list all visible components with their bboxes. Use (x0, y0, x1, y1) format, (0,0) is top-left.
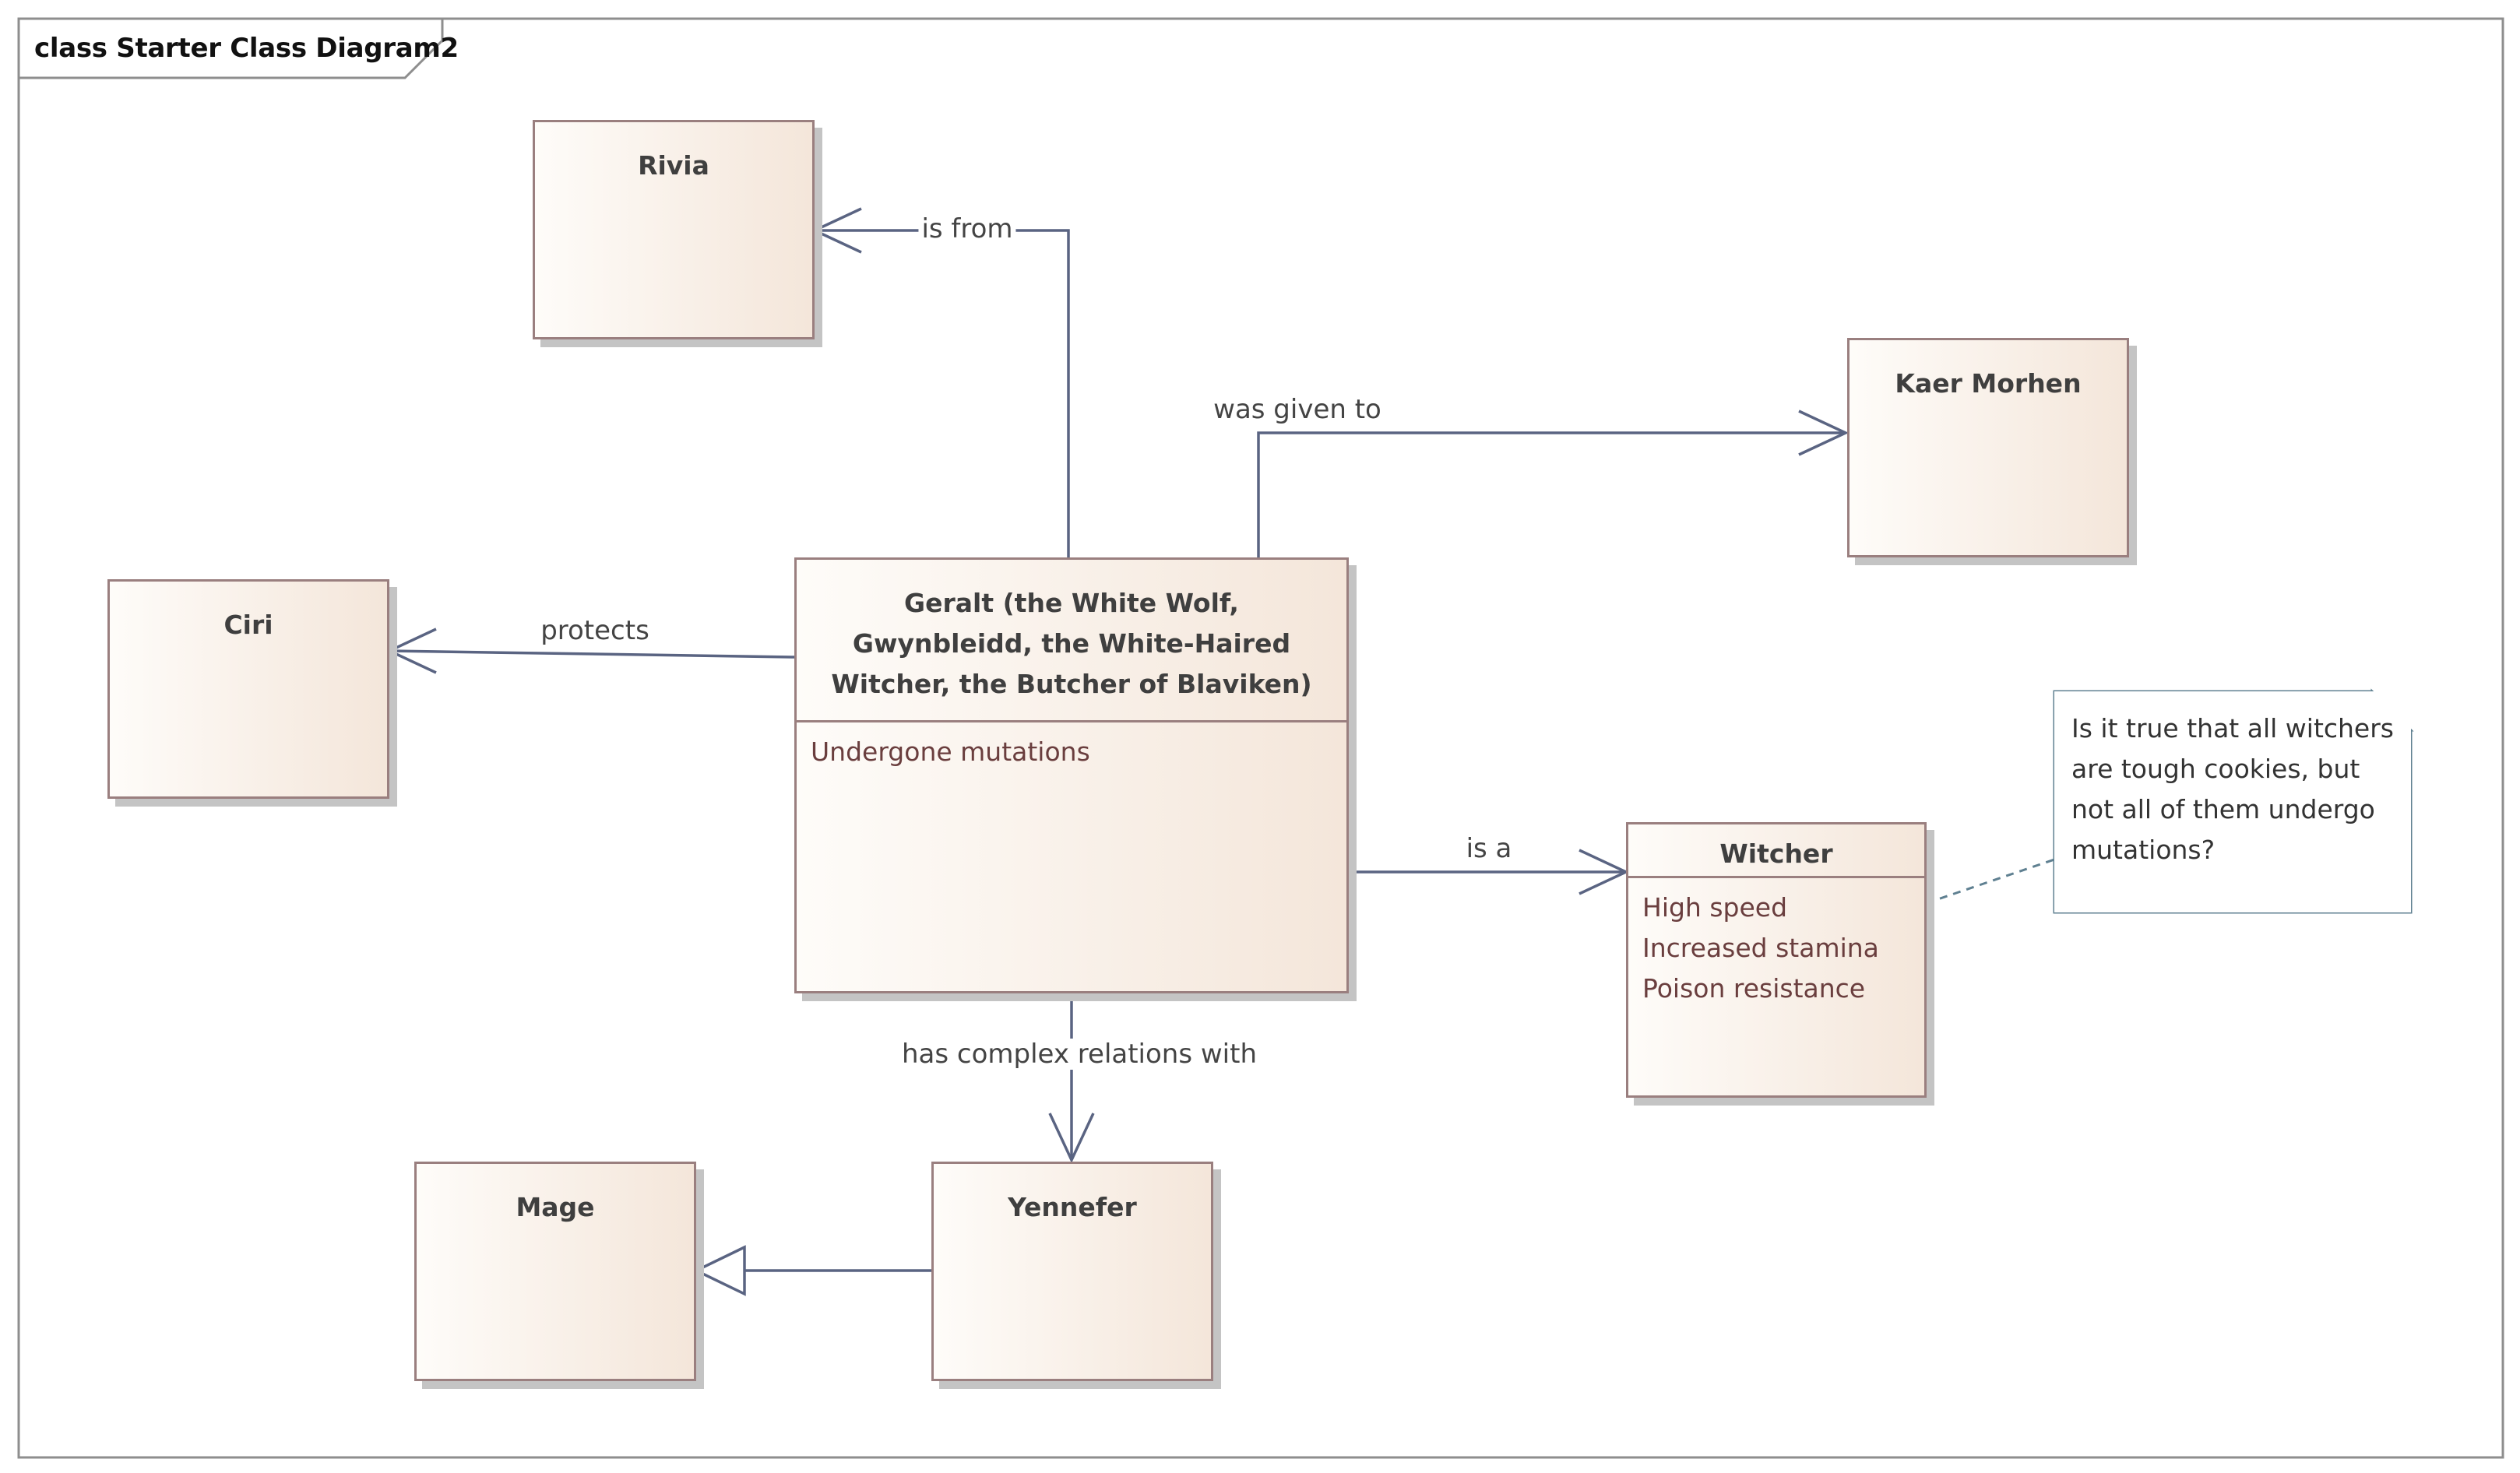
class-geralt-header: Geralt (the White Wolf, Gwynbleidd, the … (797, 560, 1346, 722)
class-ciri-name: Ciri (223, 610, 273, 640)
class-kaer-morhen-name: Kaer Morhen (1895, 368, 2082, 399)
class-kaer-morhen[interactable]: Kaer Morhen (1847, 338, 2129, 557)
class-rivia-name: Rivia (638, 150, 709, 181)
edge-protects (389, 649, 795, 659)
label-is-a: is a (1466, 833, 1512, 864)
label-is-from: is from (918, 213, 1016, 244)
frame-title: class Starter Class Diagram2 (19, 19, 459, 78)
class-mage-name: Mage (516, 1192, 595, 1222)
edge-was-given-to (1257, 431, 1846, 557)
label-complex-relations: has complex relations with (898, 1039, 1261, 1070)
arrowhead-was-given-to (1798, 410, 1850, 456)
label-protects: protects (540, 615, 649, 646)
class-geralt[interactable]: Geralt (the White Wolf, Gwynbleidd, the … (794, 557, 1349, 993)
frame-title-tab (19, 19, 444, 79)
attribute-high-speed: High speed (1642, 892, 1788, 923)
attribute-undergone-mutations: Undergone mutations (811, 736, 1090, 767)
class-geralt-name: Geralt (the White Wolf, Gwynbleidd, the … (831, 588, 1312, 699)
note-link (1926, 858, 2055, 905)
arrowhead-is-from (811, 207, 862, 254)
frame-title-text: class Starter Class Diagram2 (34, 33, 459, 64)
class-witcher[interactable]: Witcher High speed Increased stamina Poi… (1626, 822, 1927, 1098)
class-mage[interactable]: Mage (414, 1162, 696, 1381)
class-witcher-header: Witcher (1628, 824, 1924, 878)
class-ciri[interactable]: Ciri (107, 579, 389, 799)
note[interactable]: Is it true that all witchers are tough c… (2054, 691, 2411, 912)
class-yennefer-name: Yennefer (1008, 1192, 1137, 1222)
class-witcher-name: Witcher (1719, 838, 1833, 869)
arrowhead-protects (385, 628, 437, 674)
diagram-frame-border (17, 17, 2504, 1459)
label-was-given-to: was given to (1213, 394, 1381, 425)
class-yennefer[interactable]: Yennefer (931, 1162, 1213, 1381)
arrowhead-complex-relations (1048, 1113, 1095, 1164)
attribute-poison-resistance: Poison resistance (1642, 973, 1866, 1004)
note-text: Is it true that all witchers are tough c… (2071, 713, 2394, 865)
generalization-triangle (692, 1245, 746, 1296)
class-rivia[interactable]: Rivia (533, 120, 815, 339)
edge-is-from (815, 229, 1070, 557)
class-geralt-attributes: Undergone mutations (797, 722, 1346, 782)
class-witcher-attributes: High speed Increased stamina Poison resi… (1628, 878, 1924, 1018)
attribute-increased-stamina: Increased stamina (1642, 933, 1879, 963)
